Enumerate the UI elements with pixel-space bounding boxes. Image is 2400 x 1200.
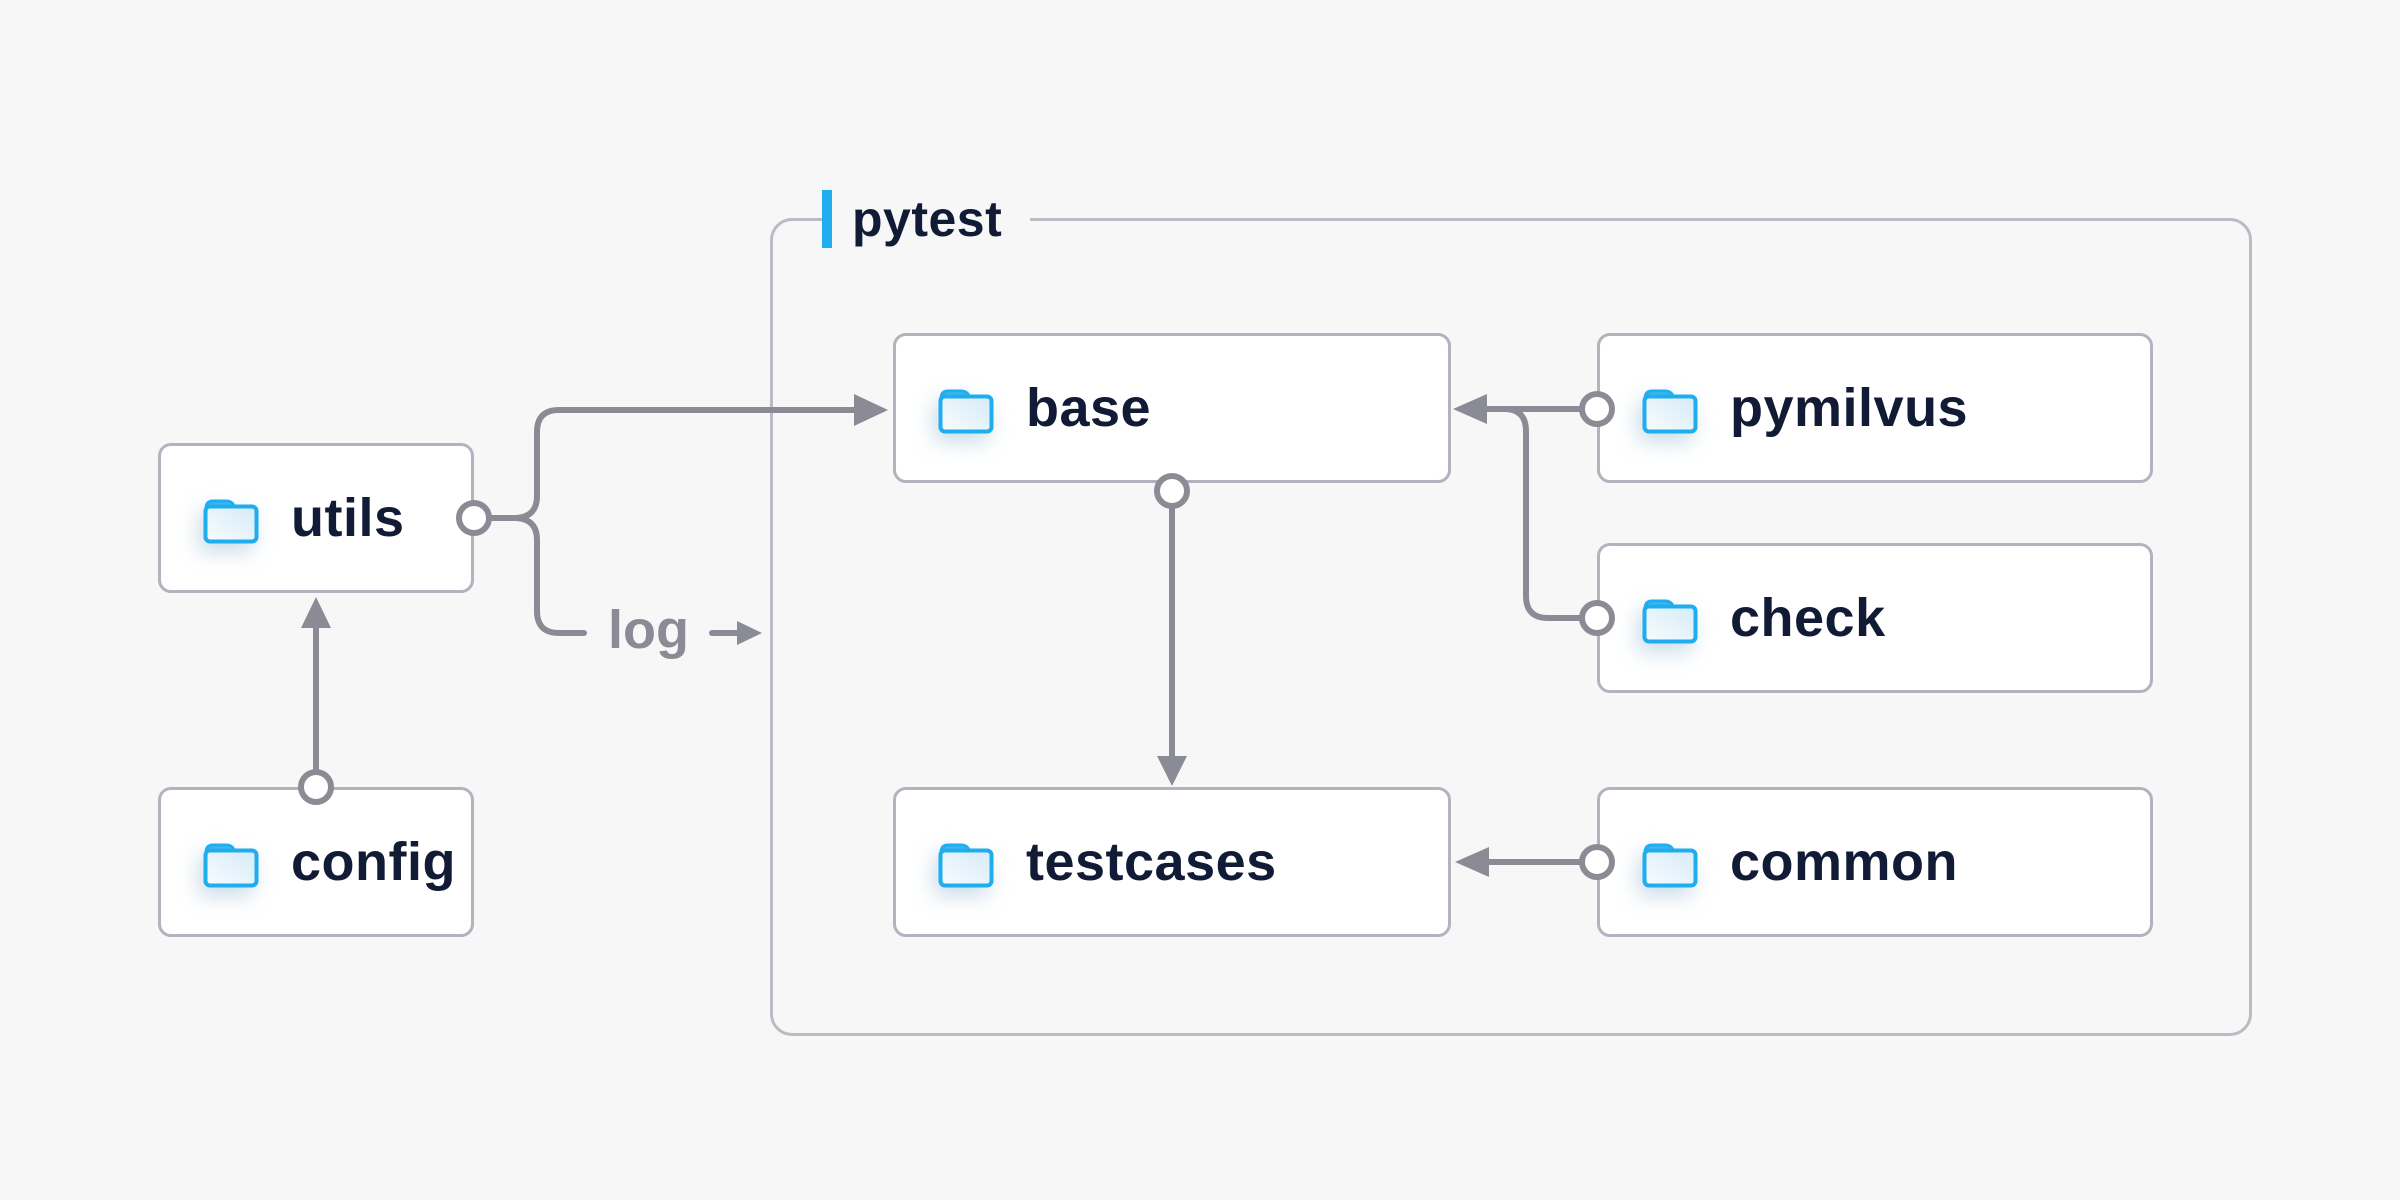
node-label-utils: utils xyxy=(291,488,405,548)
node-pymilvus: pymilvus xyxy=(1597,333,2153,483)
node-label-check: check xyxy=(1730,588,1886,648)
folder-icon xyxy=(1642,389,1698,434)
pytest-group-container xyxy=(770,218,2252,1036)
arrowhead-config-utils xyxy=(301,597,331,628)
node-label-base: base xyxy=(1026,378,1152,438)
node-label-pymilvus: pymilvus xyxy=(1730,378,1969,438)
arrowhead-log-pytest xyxy=(737,621,762,645)
node-base: base xyxy=(893,333,1451,483)
node-config: config xyxy=(158,787,474,937)
node-testcases: testcases xyxy=(893,787,1451,937)
pytest-group-label-text: pytest xyxy=(852,191,1003,247)
node-utils: utils xyxy=(158,443,474,593)
folder-icon xyxy=(203,499,259,544)
pytest-group-label: pytest xyxy=(822,188,1031,250)
folder-icon xyxy=(938,843,994,888)
node-label-testcases: testcases xyxy=(1026,832,1277,892)
accent-bar xyxy=(822,190,832,248)
folder-icon xyxy=(938,389,994,434)
node-common: common xyxy=(1597,787,2153,937)
edge-utils-log xyxy=(513,515,587,636)
folder-icon xyxy=(1642,843,1698,888)
node-check: check xyxy=(1597,543,2153,693)
edge-label-log: log xyxy=(608,600,689,660)
node-label-common: common xyxy=(1730,832,1959,892)
folder-icon xyxy=(1642,599,1698,644)
node-label-config: config xyxy=(291,832,456,892)
folder-icon xyxy=(203,843,259,888)
